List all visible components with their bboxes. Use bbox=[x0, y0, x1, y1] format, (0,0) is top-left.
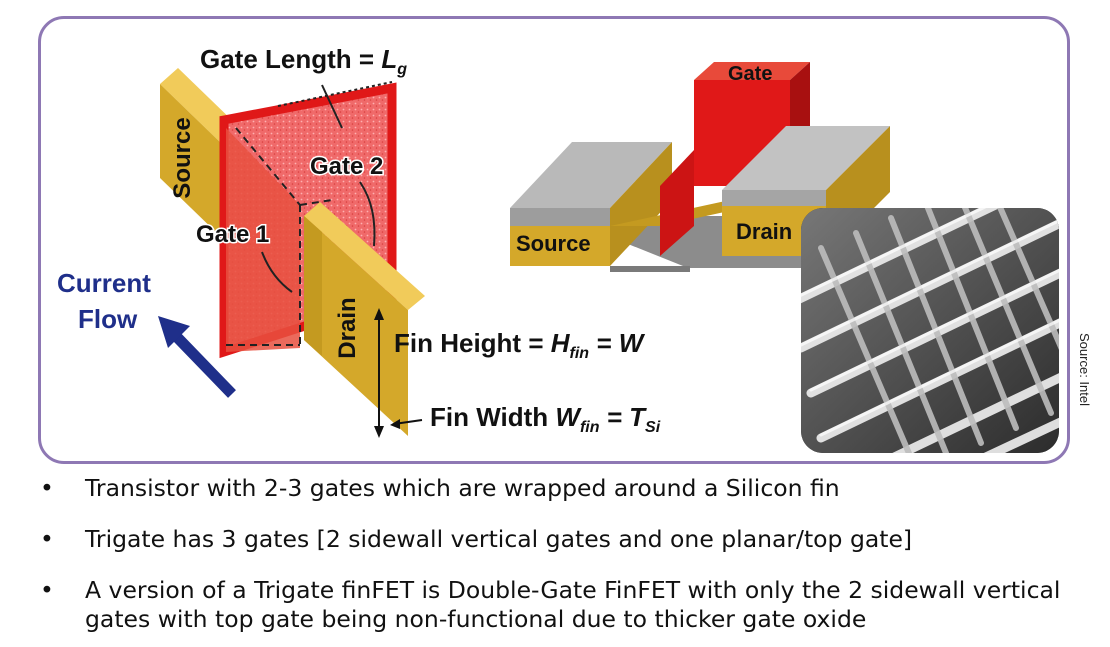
gate2-pointer bbox=[359, 181, 376, 247]
gate1-pointer bbox=[261, 251, 293, 293]
gate-3d-label: Gate bbox=[728, 63, 772, 85]
bullet-text: Trigate has 3 gates [2 sidewall vertical… bbox=[85, 525, 913, 553]
bullet-dot: • bbox=[40, 474, 54, 502]
gate-length-label: Gate Length = Lg bbox=[200, 44, 407, 78]
gate-length-dimension bbox=[277, 81, 393, 129]
bullet-text: Transistor with 2-3 gates which are wrap… bbox=[85, 474, 840, 502]
drain-3d-label: Drain bbox=[736, 219, 792, 244]
sem-micrograph bbox=[801, 208, 1059, 453]
bullet-list: • Transistor with 2-3 gates which are wra… bbox=[40, 474, 1100, 634]
source-3d-label: Source bbox=[516, 231, 591, 256]
current-flow-label-line2: Flow bbox=[78, 304, 138, 334]
source-credit: Source: Intel bbox=[1077, 333, 1092, 406]
drain-fin bbox=[304, 202, 425, 436]
gate2-label: Gate 2 bbox=[310, 153, 383, 180]
gate1-label: Gate 1 bbox=[196, 221, 269, 248]
bullet-dot: • bbox=[40, 525, 54, 553]
fin-height-arrow bbox=[374, 308, 384, 438]
fin-width-label: Fin Width Wfin = TSi bbox=[430, 402, 661, 436]
fin-width-arrow bbox=[390, 419, 423, 429]
bullet-item: • Transistor with 2-3 gates which are wra… bbox=[40, 474, 1100, 503]
bullet-item: • Trigate has 3 gates [2 sidewall vertica… bbox=[40, 525, 1100, 554]
finfet-diagram: Gate Length = Lg Source Gate 1 Gate 2 Dr… bbox=[57, 43, 890, 438]
current-flow-label-line1: Current bbox=[57, 268, 151, 298]
current-flow-arrow bbox=[158, 316, 236, 398]
source-fin-label: Source bbox=[169, 117, 196, 198]
bullet-item: • A version of a Trigate finFET is Double… bbox=[40, 576, 1100, 634]
bullet-dot: • bbox=[40, 576, 54, 604]
drain-fin-label: Drain bbox=[334, 297, 361, 358]
fin-height-label: Fin Height = Hfin = W bbox=[394, 328, 646, 362]
bullet-text: A version of a Trigate finFET is Double-… bbox=[85, 576, 1061, 633]
